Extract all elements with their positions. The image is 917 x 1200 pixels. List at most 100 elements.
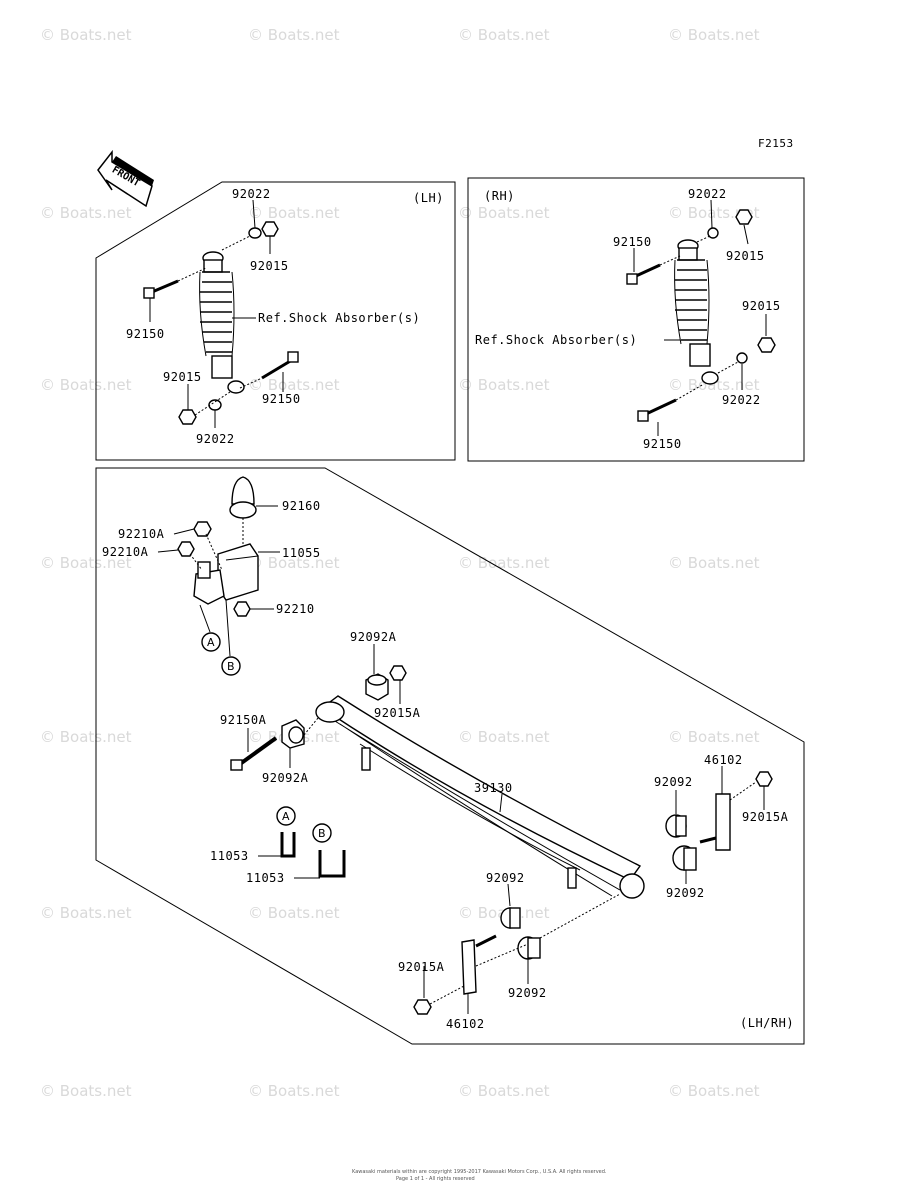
nut-92210a-lower-icon — [177, 541, 195, 557]
front-arrow-icon: FRONT — [97, 149, 154, 208]
lh-shock-panel: (LH) — [95, 181, 456, 461]
watermark: © Boats.net — [248, 1082, 340, 1100]
watermark: © Boats.net — [248, 554, 340, 572]
watermark: © Boats.net — [248, 904, 340, 922]
label-39130: 39130 — [474, 781, 513, 795]
shackle-46102-left-icon — [461, 934, 497, 995]
nut-92210-icon — [233, 601, 251, 617]
label-46102-right: 46102 — [704, 753, 743, 767]
watermark: © Boats.net — [40, 26, 132, 44]
watermark: © Boats.net — [40, 376, 132, 394]
rh-shock-panel: (RH) 92022 92 — [467, 177, 805, 462]
footer-line-1: Kawasaki materials within are copyright … — [352, 1169, 607, 1175]
watermark: © Boats.net — [668, 26, 760, 44]
label-92210a-2: 92210A — [102, 545, 149, 559]
rh-nut-mid-icon — [757, 337, 776, 353]
bushing-92092a-bottom-icon — [281, 719, 305, 749]
label-92015a-right: 92015A — [742, 810, 789, 824]
rh-label-92150-top: 92150 — [613, 235, 652, 249]
label-11053-b: 11053 — [246, 871, 285, 885]
u-bolt-a-icon — [280, 832, 296, 858]
rh-ref-shock-absorber: Ref.Shock Absorber(s) — [475, 333, 637, 347]
lh-bolt-upper-icon — [143, 279, 179, 299]
label-92210a-1: 92210A — [118, 527, 165, 541]
lh-label-92022-bot: 92022 — [196, 432, 235, 446]
rh-label-92022-top: 92022 — [688, 187, 727, 201]
watermark: © Boats.net — [458, 1082, 550, 1100]
callout-a-label: A — [207, 636, 215, 649]
watermark: © Boats.net — [40, 1082, 132, 1100]
nut-92015a-top-icon — [389, 665, 407, 681]
watermark: © Boats.net — [458, 204, 550, 222]
watermark: © Boats.net — [40, 554, 132, 572]
watermark: © Boats.net — [668, 728, 760, 746]
rh-washer-mid-icon — [736, 352, 748, 364]
label-92092-right-2: 92092 — [666, 886, 705, 900]
label-92092-center-2: 92092 — [508, 986, 547, 1000]
rh-panel-title: (RH) — [484, 189, 515, 203]
label-92015a-left: 92015A — [398, 960, 445, 974]
bolt-92150a-icon — [230, 736, 278, 771]
callout-b-lower: B — [312, 823, 332, 843]
watermark: © Boats.net — [458, 376, 550, 394]
lh-washer-upper-icon — [248, 227, 262, 239]
nut-92210a-upper-icon — [193, 521, 212, 537]
label-92092-right-1: 92092 — [654, 775, 693, 789]
bushing-92092a-top-icon — [365, 673, 389, 701]
nut-92015a-left-icon — [413, 999, 432, 1015]
watermark: © Boats.net — [458, 554, 550, 572]
callout-b-lower-label: B — [318, 827, 326, 840]
watermark: © Boats.net — [458, 26, 550, 44]
rh-shock-absorber — [674, 239, 719, 385]
bushing-92092-right-lower-icon — [672, 845, 697, 871]
label-11055: 11055 — [282, 546, 321, 560]
callout-b-upper: B — [221, 656, 241, 676]
bracket-icon — [193, 543, 259, 605]
lh-nut-lower-icon — [178, 409, 197, 425]
rh-washer-upper-icon — [707, 227, 719, 239]
bushing-92092-center-upper-icon — [500, 907, 521, 929]
lh-label-92150-top: 92150 — [126, 327, 165, 341]
bushing-92092-center-lower-icon — [517, 936, 541, 960]
lh-nut-upper-icon — [261, 221, 279, 237]
label-92092a-bottom: 92092A — [262, 771, 309, 785]
u-bolt-b-icon — [318, 850, 346, 878]
rh-bolt-upper-icon — [626, 263, 661, 285]
rh-label-92015-top: 92015 — [726, 249, 765, 263]
lh-label-92150-bot: 92150 — [262, 392, 301, 406]
callout-b-label: B — [227, 660, 235, 673]
callout-a-lower: A — [276, 806, 296, 826]
leaf-spring-panel: (LH/RH) A — [95, 467, 805, 1045]
spring-panel-title: (LH/RH) — [740, 1016, 794, 1030]
lh-label-92022-top: 92022 — [232, 187, 271, 201]
watermark: © Boats.net — [668, 554, 760, 572]
footer-line-2: Page 1 of 1 - All rights reserved — [396, 1176, 475, 1182]
watermark: © Boats.net — [248, 204, 340, 222]
rh-label-92150-bot: 92150 — [643, 437, 682, 451]
watermarks: © Boats.net © Boats.net © Boats.net © Bo… — [40, 26, 760, 1100]
watermark: © Boats.net — [40, 904, 132, 922]
rh-nut-upper-icon — [735, 209, 753, 225]
watermark: © Boats.net — [248, 26, 340, 44]
lh-label-92015-bot: 92015 — [163, 370, 202, 384]
watermark: © Boats.net — [668, 1082, 760, 1100]
rh-label-92015-mid: 92015 — [742, 299, 781, 313]
watermark: © Boats.net — [40, 728, 132, 746]
label-92150a: 92150A — [220, 713, 267, 727]
watermark: © Boats.net — [668, 376, 760, 394]
label-11053-a: 11053 — [210, 849, 249, 863]
shackle-46102-right-icon — [699, 793, 731, 851]
lh-ref-shock-absorber: Ref.Shock Absorber(s) — [258, 311, 420, 325]
watermark: © Boats.net — [248, 376, 340, 394]
label-92092-center: 92092 — [486, 871, 525, 885]
nut-92015a-right-icon — [755, 771, 773, 787]
lh-panel-title: (LH) — [413, 191, 444, 205]
lh-shock-absorber — [199, 251, 245, 394]
diagram-id: F2153 — [758, 137, 794, 150]
label-92210: 92210 — [276, 602, 315, 616]
watermark: © Boats.net — [40, 204, 132, 222]
bump-stop-icon — [229, 476, 257, 519]
bushing-92092-right-upper-icon — [665, 814, 687, 838]
rh-bolt-lower-icon — [637, 398, 677, 422]
